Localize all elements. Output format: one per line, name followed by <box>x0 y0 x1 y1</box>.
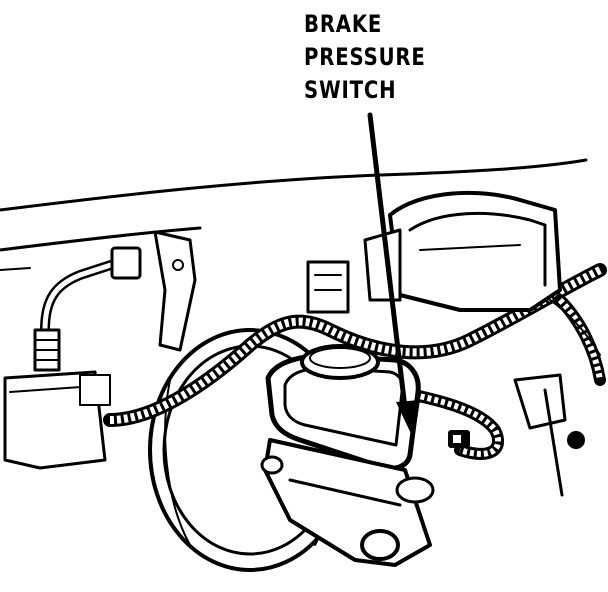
right-fitting <box>567 431 585 449</box>
right-bracket-line <box>543 388 564 497</box>
callout-line-2: PRESSURE <box>304 43 426 71</box>
cowl-edge-line <box>0 226 202 252</box>
support-bracket <box>153 230 197 352</box>
brake-pressure-switch <box>448 430 585 449</box>
harness-connector <box>306 260 350 314</box>
cylinder-port-upper <box>395 476 435 504</box>
cylinder-mount-nut <box>260 455 284 475</box>
right-hose-line <box>549 299 601 356</box>
reservoir-cap <box>300 344 380 380</box>
inner-fender-line <box>0 267 31 271</box>
callout-label: BRAKE PRESSURE SWITCH <box>304 8 452 107</box>
cylinder-port-outlet <box>360 529 400 561</box>
callout-leader <box>367 112 420 440</box>
bracket-bolt <box>172 259 184 271</box>
wiring-harness <box>103 263 607 460</box>
brake-line-connector <box>110 246 142 280</box>
combination-valve-block <box>3 370 111 470</box>
callout-line-3: SWITCH <box>304 76 397 104</box>
callout-line-1: BRAKE <box>304 10 383 38</box>
master-cylinder-reservoir <box>265 344 421 471</box>
hood-edge-line <box>0 158 588 212</box>
master-cylinder-body <box>260 438 435 567</box>
